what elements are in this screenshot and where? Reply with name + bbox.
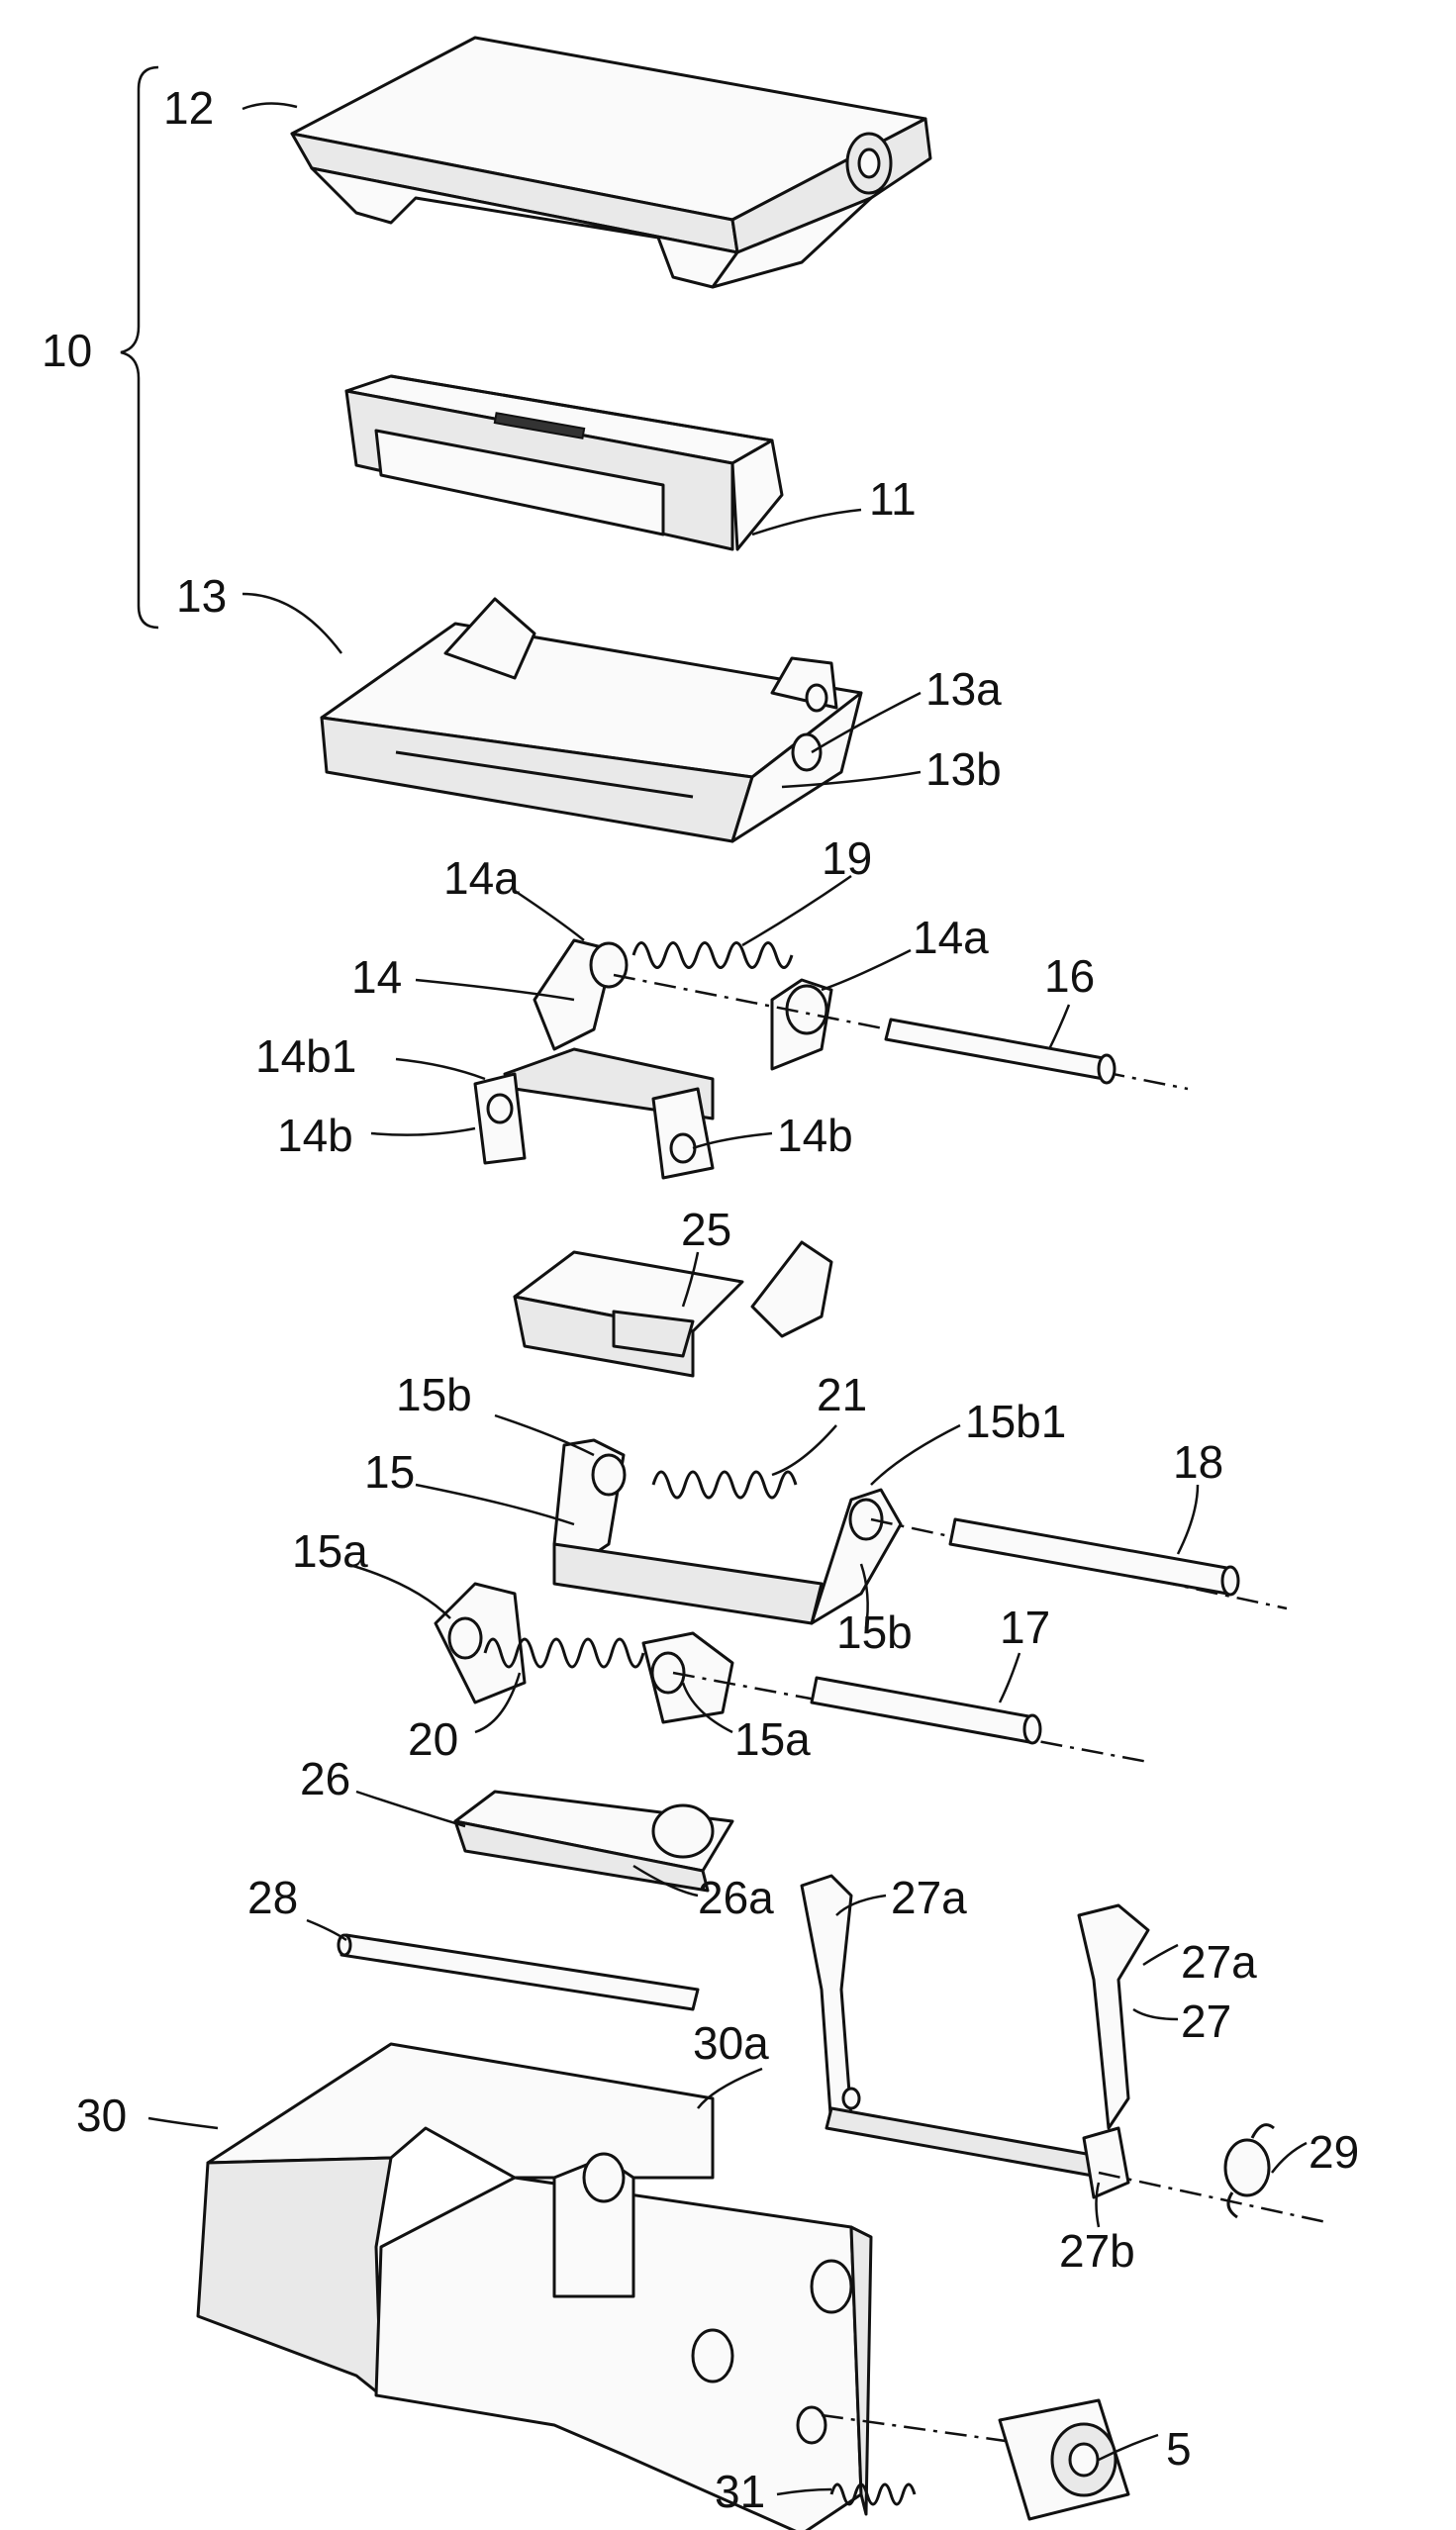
part-11-module	[346, 376, 782, 549]
label-21: 21	[817, 1369, 867, 1420]
label-13a: 13a	[925, 663, 1002, 715]
label-14b1: 14b1	[255, 1030, 356, 1082]
label-27: 27	[1181, 1995, 1231, 2047]
label-19: 19	[822, 832, 872, 884]
label-18: 18	[1173, 1436, 1223, 1488]
label-31: 31	[715, 2466, 765, 2517]
label-17: 17	[1000, 1602, 1050, 1653]
label-15b-right: 15b	[836, 1606, 913, 1658]
part-26	[455, 1792, 732, 1891]
label-14: 14	[351, 951, 402, 1003]
label-27a-right: 27a	[1181, 1936, 1257, 1988]
label-5: 5	[1166, 2423, 1192, 2475]
label-25: 25	[681, 1204, 731, 1255]
part-30-base	[198, 2044, 871, 2530]
label-12: 12	[163, 82, 214, 134]
label-20: 20	[408, 1713, 458, 1765]
label-28: 28	[247, 1872, 298, 1923]
label-14a-left: 14a	[443, 852, 520, 904]
label-14a-right: 14a	[913, 912, 989, 963]
part-18-pin	[950, 1519, 1238, 1595]
part-29-spring	[1225, 2125, 1274, 2217]
group-10-brace	[121, 67, 158, 628]
label-27b: 27b	[1059, 2225, 1135, 2277]
label-15: 15	[364, 1446, 415, 1498]
part-19-spring	[633, 943, 792, 968]
part-27-lever	[802, 1876, 1148, 2197]
label-13: 13	[176, 570, 227, 622]
label-16: 16	[1044, 950, 1095, 1002]
label-10: 10	[42, 325, 92, 376]
label-14b-right: 14b	[777, 1110, 853, 1161]
label-27a-left: 27a	[891, 1872, 967, 1923]
part-13-housing	[322, 599, 861, 841]
label-26a: 26a	[698, 1872, 774, 1923]
label-15b1: 15b1	[965, 1396, 1066, 1447]
part-28-rod	[339, 1935, 698, 2009]
label-15a-left: 15a	[292, 1525, 368, 1577]
part-5-plate	[1000, 2400, 1128, 2519]
label-29: 29	[1309, 2126, 1359, 2178]
label-15a-right: 15a	[734, 1713, 811, 1765]
label-15b-top: 15b	[396, 1369, 472, 1420]
part-12-cover	[292, 38, 930, 287]
part-16-pin	[886, 1020, 1115, 1083]
label-13b: 13b	[925, 743, 1002, 795]
axis-27-29	[1099, 2173, 1326, 2222]
label-30: 30	[76, 2090, 127, 2141]
part-21-spring	[653, 1472, 796, 1498]
label-30a: 30a	[693, 2017, 769, 2069]
label-11: 11	[869, 473, 917, 525]
part-25	[515, 1242, 831, 1376]
label-26: 26	[300, 1753, 350, 1804]
label-14b-left: 14b	[277, 1110, 353, 1161]
